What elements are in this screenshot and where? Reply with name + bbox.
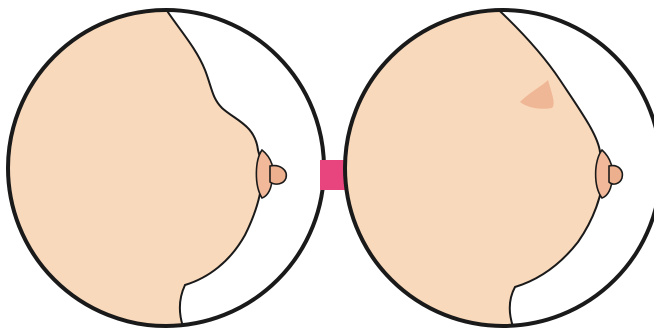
before-nipple — [270, 166, 286, 184]
after-nipple — [609, 166, 622, 184]
after-panel — [340, 0, 654, 332]
before-panel — [0, 0, 340, 332]
